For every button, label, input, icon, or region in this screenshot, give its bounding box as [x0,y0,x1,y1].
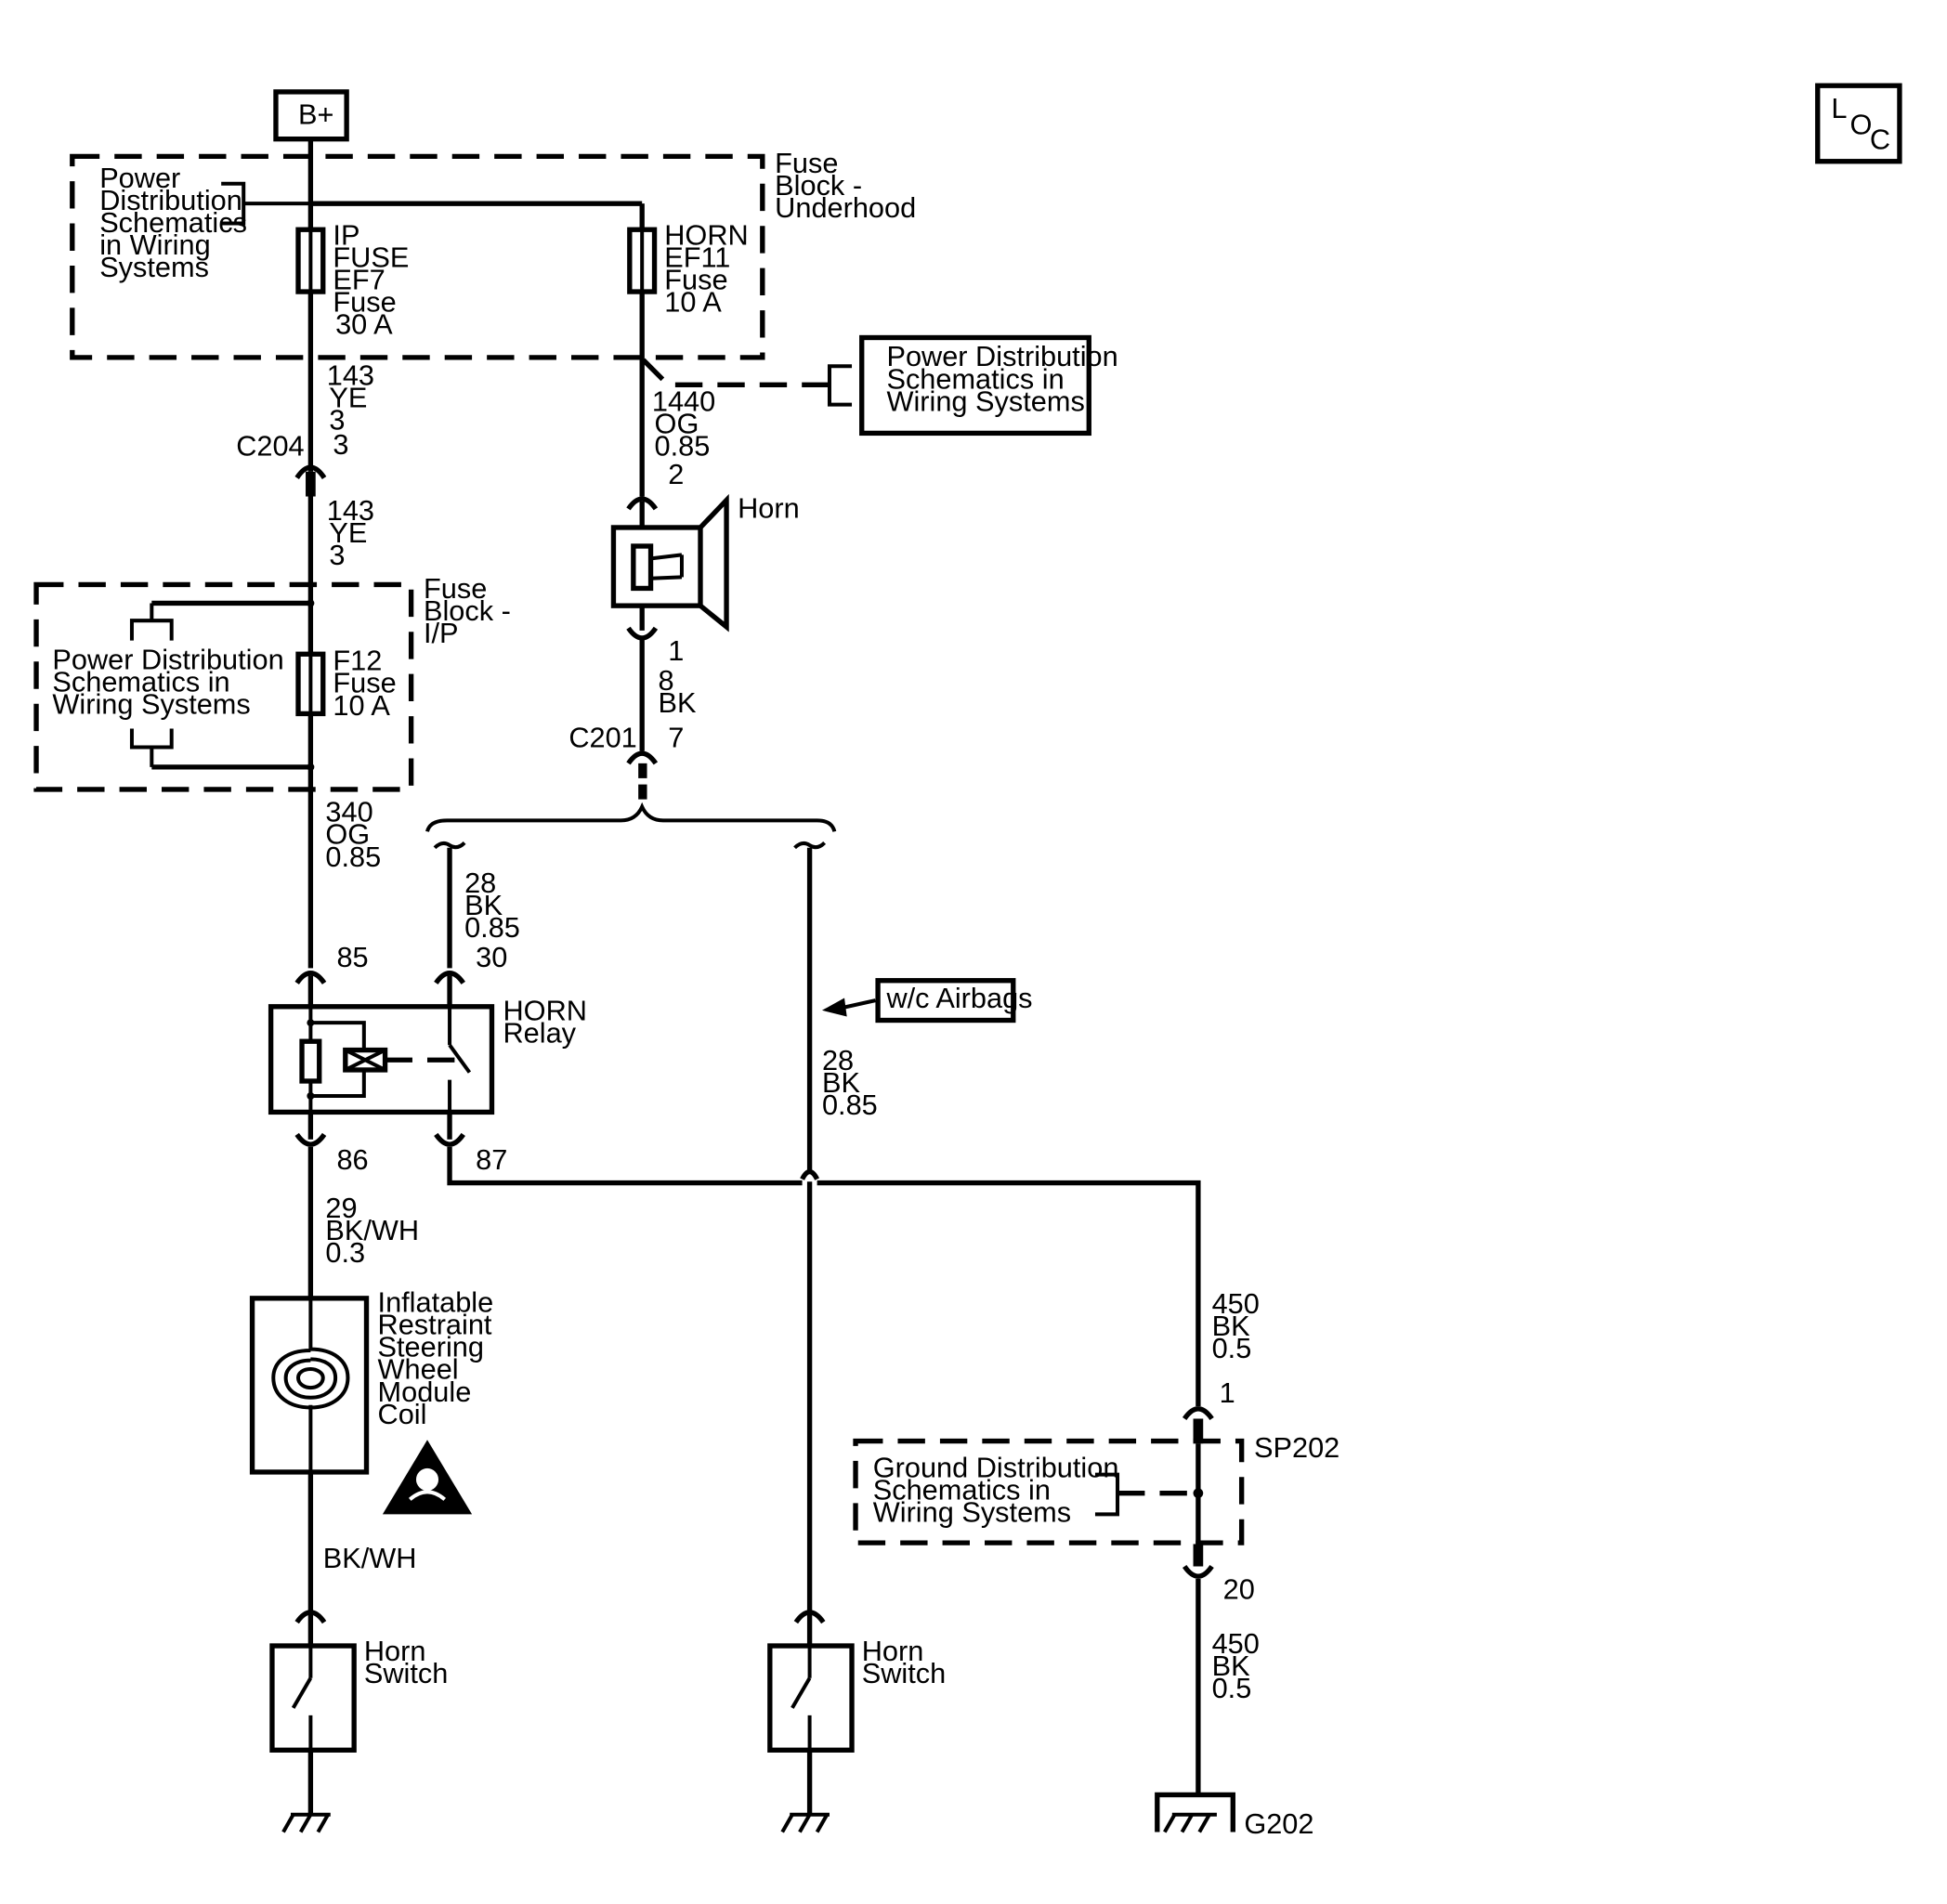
relay-label: HORN Relay [503,995,595,1050]
bkwh-label: BK/WH [323,1542,417,1574]
wire-450-top-label: 450 BK 0.5 [1212,1287,1268,1364]
airbag-warning-icon [382,1440,473,1515]
relay-pin-30: 30 [476,941,507,973]
sp202-label: SP202 [1254,1431,1339,1464]
sp202-pin-20: 20 [1223,1572,1255,1605]
c201-label: C201 [568,721,636,753]
wire-143-lower-label: 143 YE 3 [327,494,383,571]
loc-l: L [1831,92,1847,124]
horn-switch-left-label: Horn Switch [364,1635,448,1689]
wire-340-label: 340 OG 0.85 [325,796,381,873]
b-plus-label: B+ [298,98,333,131]
fuse-block-underhood-title: Fuse Block - Underhood [775,147,916,224]
f12-fuse: F12 Fuse 10 A [295,645,404,722]
fuse-block-ip-title: Fuse Block - I/P [424,572,518,649]
ground-symbol-right [780,1812,830,1833]
wire-28-left-label: 28 BK 0.85 [464,867,520,944]
wire-28-right-label: 28 BK 0.85 [822,1044,878,1121]
horn-fuse-ef11: HORN EF11 Fuse 10 A [627,218,756,318]
ip-fuse-label: IP FUSE EF7 Fuse 30 A [333,218,416,340]
horn-fuse-label: HORN EF11 Fuse 10 A [664,218,756,318]
horn-switch-right-label: Horn Switch [862,1635,946,1689]
f12-fuse-label: F12 Fuse 10 A [333,645,404,722]
wire-1440-label: 1440 OG 0.85 2 [652,385,724,490]
loc-o: O [1849,108,1872,140]
battery-positive-terminal: B+ [273,89,349,142]
wire-29-label: 29 BK/WH 0.3 [325,1192,426,1269]
airbag-option-note: w/c Airbags [821,978,1033,1024]
ground-symbol-left [281,1812,331,1833]
c201-pin: 7 [668,721,684,753]
relay-pin-85: 85 [336,941,368,973]
steering-wheel-coil: Inflatable Restraint Steering Wheel Modu… [249,1286,502,1475]
sp202-splice: 1 SP202 20 [1182,1376,1339,1605]
fuse-block-underhood: Fuse Block - Underhood Power Distributio… [70,147,916,360]
wire-8-label: 8 BK [659,664,697,719]
ip-fuse-ef7: IP FUSE EF7 Fuse 30 A [295,218,416,340]
fuse-block-ip: Fuse Block - I/P Power Distribution Sche… [33,572,518,792]
sp202-pin-1: 1 [1220,1376,1235,1409]
g202-label: G202 [1244,1807,1313,1840]
power-distribution-top-left-label: Power Distribution Schematics in Wiring … [99,162,255,283]
power-distribution-right-label: Power Distribution Schematics in Wiring … [886,340,1126,417]
ground-distribution-ref: Ground Distribution Schematics in Wiring… [853,1438,1245,1545]
wire-143-upper-label: 143 YE 3 3 [327,359,383,461]
ground-distribution-label: Ground Distribution Schematics in Wiring… [873,1451,1127,1528]
wire-450-bottom-label: 450 BK 0.5 [1212,1627,1268,1704]
relay-pin-87: 87 [476,1143,507,1176]
coil-label: Inflatable Restraint Steering Wheel Modu… [378,1286,502,1430]
relay-pin-86: 86 [336,1143,368,1176]
location-box: L O C [1815,83,1902,164]
c201-connector: C201 7 [568,721,684,800]
g202-ground: G202 [1155,1792,1313,1840]
horn-switch-right: Horn Switch [767,1610,946,1833]
horn-component: Horn 1 [610,491,800,667]
airbag-note-text: w/c Airbags [885,982,1032,1014]
power-distribution-ip-label: Power Distribution Schematics in Wiring … [52,643,292,720]
c204-connector: C204 [236,429,327,497]
loc-c: C [1870,123,1890,155]
horn-pin-1: 1 [668,634,684,667]
horn-label: Horn [738,491,800,524]
c204-label: C204 [236,429,304,462]
horn-switch-left: Horn Switch [269,1610,448,1833]
horn-relay: 85 30 86 87 HORN Relay [268,941,595,1176]
power-distribution-ref-right: Power Distribution Schematics in Wiring … [641,334,1126,437]
